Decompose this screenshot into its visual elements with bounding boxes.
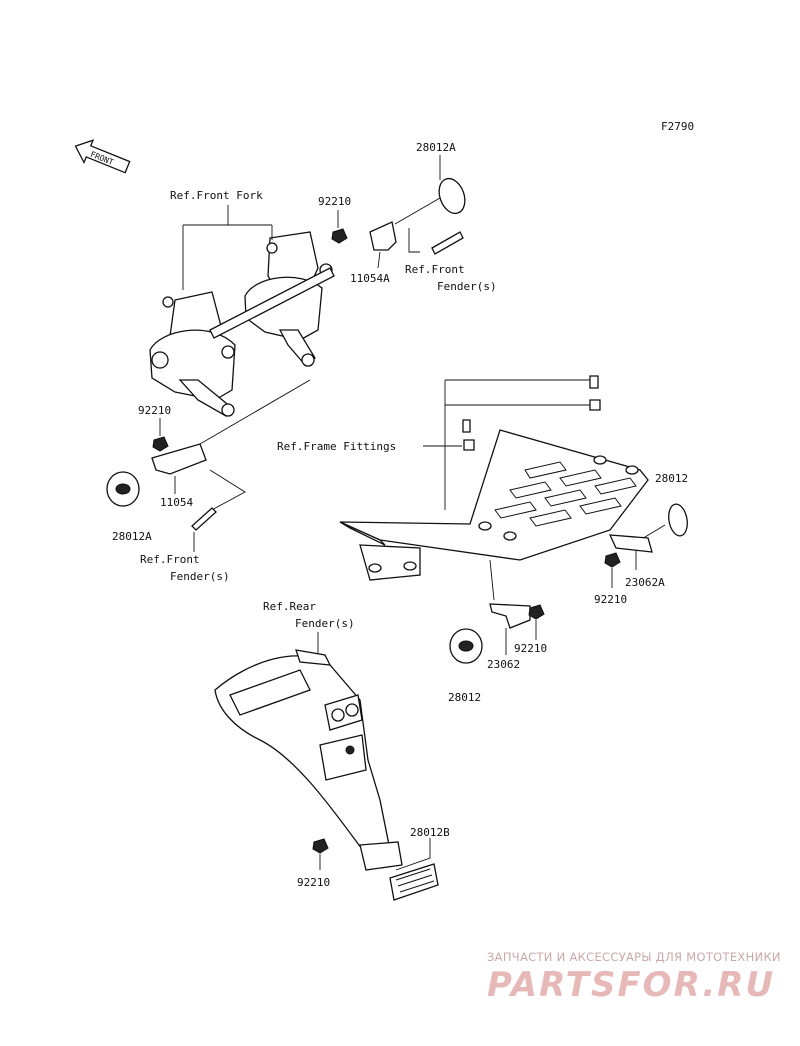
label-ref-front-fender-top-1: Ref.Front — [405, 263, 465, 276]
nut-92210-right — [604, 552, 621, 568]
collar-frame-1 — [589, 399, 601, 411]
bolt-frame-1 — [589, 375, 599, 389]
label-92210-left: 92210 — [138, 404, 171, 417]
label-23062A: 23062A — [625, 576, 665, 589]
label-ref-front-fender-top-2: Fender(s) — [437, 280, 497, 293]
rear-fender — [214, 649, 403, 871]
bracket-11054 — [151, 443, 207, 475]
label-ref-front-fender-left-2: Fender(s) — [170, 570, 230, 583]
label-28012A-top: 28012A — [416, 141, 456, 154]
nut-92210-mid — [528, 604, 545, 620]
label-28012-right: 28012 — [655, 472, 688, 485]
collar-frame-2 — [463, 439, 475, 451]
label-ref-front-fork: Ref.Front Fork — [170, 189, 263, 202]
watermark-tagline: ЗАПЧАСТИ И АКСЕССУАРЫ ДЛЯ МОТОТЕХНИКИ — [487, 950, 781, 964]
bolt-left — [191, 507, 217, 531]
label-ref-rear-fender-2: Fender(s) — [295, 617, 355, 630]
label-11054A: 11054A — [350, 272, 390, 285]
reflector-28012A-top — [438, 177, 466, 215]
label-28012A-left: 28012A — [112, 530, 152, 543]
label-92210-mid: 92210 — [514, 642, 547, 655]
label-ref-rear-fender-1: Ref.Rear — [263, 600, 316, 613]
label-28012-mid: 28012 — [448, 691, 481, 704]
nut-92210-bottom — [312, 838, 329, 854]
front-fork-assembly — [149, 231, 335, 417]
bolt-frame-2 — [462, 419, 471, 433]
rear-carrier — [339, 429, 649, 581]
label-ref-front-fender-left-1: Ref.Front — [140, 553, 200, 566]
front-arrow-icon: FRONT — [74, 139, 131, 174]
bolt-top — [431, 231, 464, 255]
label-28012B: 28012B — [410, 826, 450, 839]
label-92210-top: 92210 — [318, 195, 351, 208]
label-92210-bottom: 92210 — [297, 876, 330, 889]
diagram-code: F2790 — [661, 120, 694, 133]
bracket-23062A — [608, 534, 653, 553]
label-92210-right: 92210 — [594, 593, 627, 606]
watermark-logo: PARTSFOR.RU — [487, 965, 776, 1005]
nut-92210-top — [331, 228, 348, 244]
label-ref-frame-fittings: Ref.Frame Fittings — [277, 440, 396, 453]
bracket-11054A — [369, 221, 397, 251]
bracket-23062 — [489, 603, 531, 629]
label-11054: 11054 — [160, 496, 193, 509]
nut-92210-left — [152, 436, 169, 452]
reflector-28012-right — [668, 503, 688, 537]
label-23062: 23062 — [487, 658, 520, 671]
